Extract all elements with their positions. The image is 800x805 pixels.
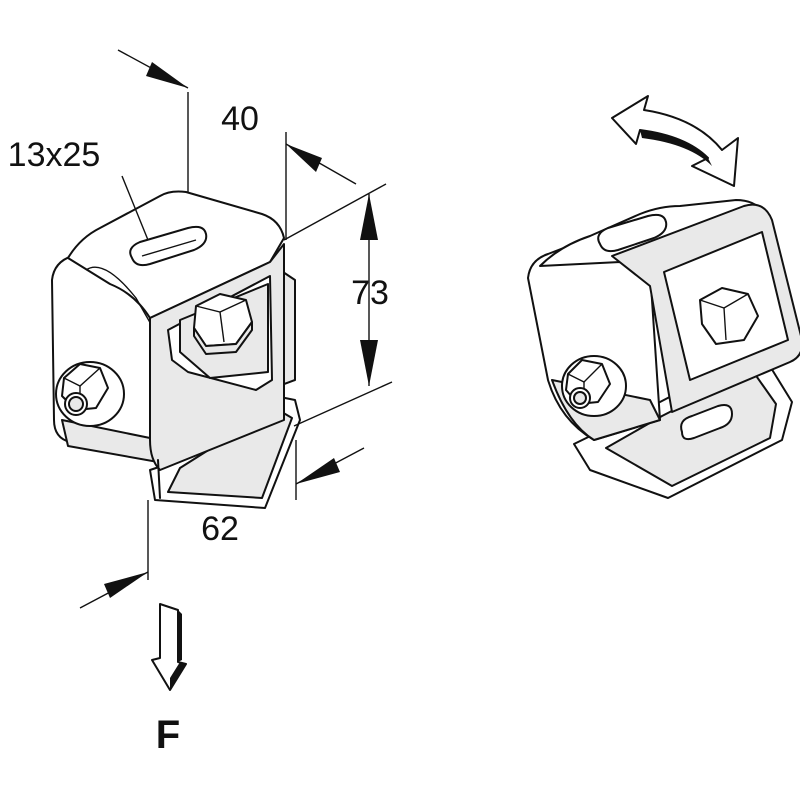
dimension-40: 40	[117, 49, 357, 240]
dimension-slot-label: 13x25	[8, 136, 101, 174]
dimension-73-label: 73	[351, 274, 389, 312]
dimension-slot: 13x25	[8, 136, 149, 241]
down-arrow-icon	[151, 603, 187, 691]
force-label: F	[156, 713, 180, 757]
bottom-slot-rotated	[680, 404, 733, 441]
dimension-73: 73	[283, 183, 393, 427]
bracket-dimensioned	[51, 190, 301, 509]
top-slot	[129, 225, 208, 267]
dimension-40-label: 40	[221, 100, 259, 138]
top-slot-rotated	[597, 213, 668, 253]
bracket-rotated	[527, 199, 800, 499]
bolt-head-rear	[193, 293, 253, 355]
dimension-62-label: 62	[201, 510, 239, 548]
bolt-head-rotated	[699, 287, 759, 345]
bolt-nut-rotated	[561, 355, 627, 417]
dimension-62: 62	[79, 440, 365, 609]
curved-double-arrow-icon	[611, 95, 739, 187]
bolt-nut-left	[55, 361, 125, 427]
